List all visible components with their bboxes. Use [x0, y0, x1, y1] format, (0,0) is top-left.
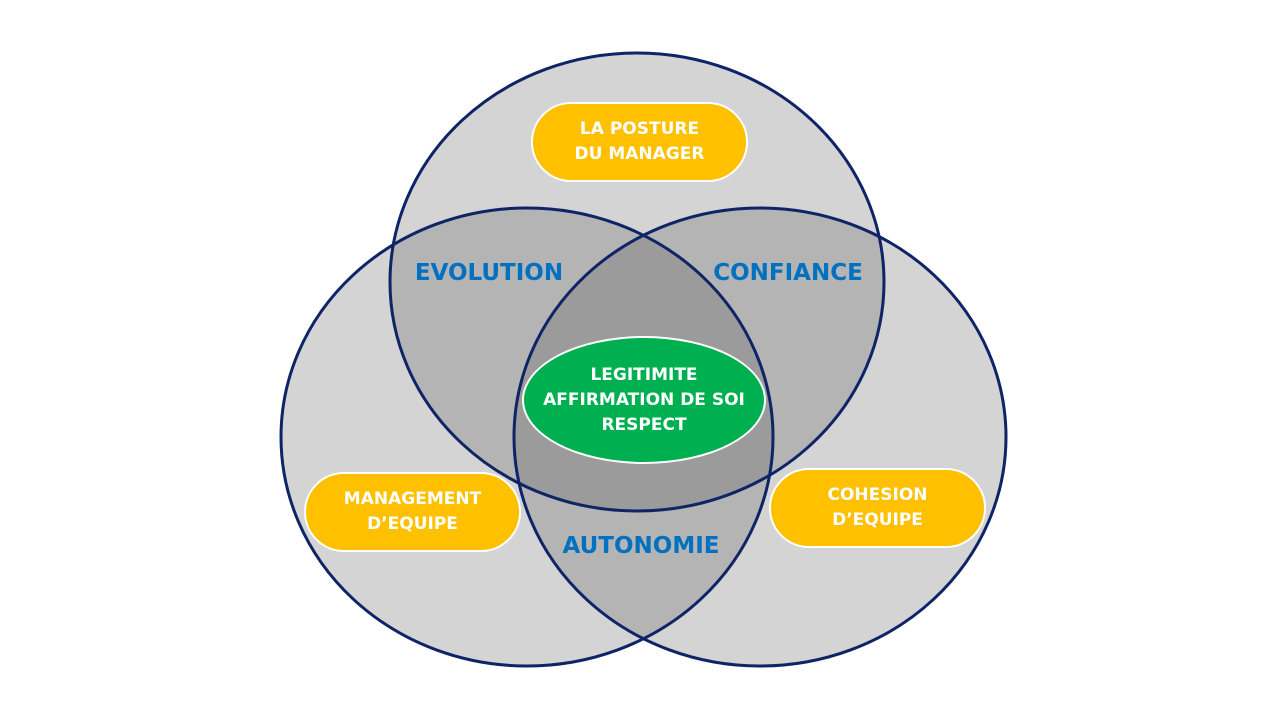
pill-line: D’EQUIPE: [367, 514, 458, 534]
pill-cohesion-equipe: COHESION D’EQUIPE: [769, 468, 986, 548]
pill-management-equipe: MANAGEMENT D’EQUIPE: [304, 472, 521, 552]
pill-line: MANAGEMENT: [343, 489, 482, 509]
core-line: RESPECT: [601, 414, 687, 435]
core-line: LEGITIMITE: [590, 364, 698, 385]
overlap-label-evolution: EVOLUTION: [414, 260, 564, 286]
pill-line: LA POSTURE: [579, 119, 700, 139]
overlap-label-autonomie: AUTONOMIE: [562, 533, 720, 559]
pill-line: D’EQUIPE: [832, 510, 923, 530]
pill-line: DU MANAGER: [574, 144, 705, 164]
overlap-label-confiance: CONFIANCE: [713, 260, 863, 286]
core-oval: LEGITIMITE AFFIRMATION DE SOI RESPECT: [522, 336, 766, 464]
pill-posture-du-manager: LA POSTURE DU MANAGER: [531, 102, 748, 182]
pill-line: COHESION: [827, 485, 928, 505]
core-line: AFFIRMATION DE SOI: [543, 389, 745, 410]
